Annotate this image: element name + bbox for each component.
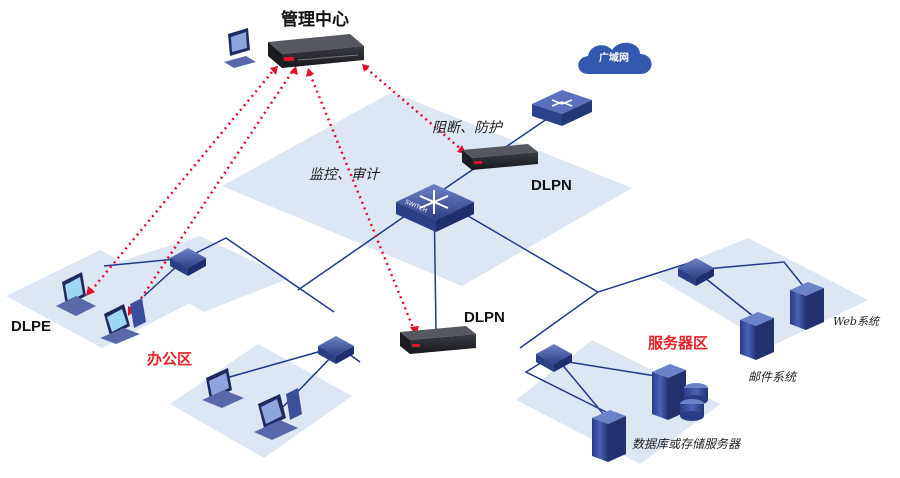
db-server-icon — [592, 410, 626, 462]
db-storage-label: 数据库或存储服务器 — [632, 437, 741, 451]
wan-label: 广域网 — [599, 53, 629, 64]
diagram-title: 管理中心 — [281, 10, 349, 29]
database-cylinders-icon — [680, 383, 708, 421]
dlpe-label: DLPE — [11, 318, 52, 335]
mail-server-icon — [740, 312, 774, 360]
office-desktop-icon — [254, 388, 302, 440]
block-protect-label: 阻断、防护 — [432, 120, 502, 136]
dlpn-mid-appliance — [400, 326, 476, 354]
office-zone-label: 办公区 — [147, 350, 193, 368]
web-server-icon — [790, 282, 824, 330]
office-laptop-icon — [202, 368, 244, 408]
dlpe-laptop-icon — [56, 272, 96, 316]
core-switch-icon — [396, 184, 474, 232]
web-system-label: Web系统 — [833, 315, 879, 328]
office-zone-upper — [118, 236, 290, 312]
dlpe-desktop-icon — [100, 298, 146, 344]
dlpn-mid-label: DLPN — [464, 309, 505, 326]
office-switch-upper-icon — [170, 248, 206, 276]
server-switch-bottom-icon — [536, 344, 572, 372]
mail-system-label: 邮件系统 — [748, 370, 797, 384]
wan-cloud-icon — [578, 42, 652, 74]
dlpn-top-appliance — [462, 144, 538, 170]
server-switch-top-icon — [678, 258, 714, 286]
router-icon — [532, 90, 592, 126]
office-zone-lower — [170, 344, 352, 458]
management-links — [89, 67, 463, 331]
monitor-audit-label: 监控、审计 — [309, 167, 379, 183]
office-zone-dlpe — [6, 250, 196, 348]
dlpn-top-label: DLPN — [531, 177, 572, 194]
management-server-icon — [268, 34, 364, 68]
office-switch-lower-icon — [318, 336, 354, 364]
admin-pc-icon — [224, 28, 256, 68]
server-zone-label: 服务器区 — [648, 334, 709, 352]
